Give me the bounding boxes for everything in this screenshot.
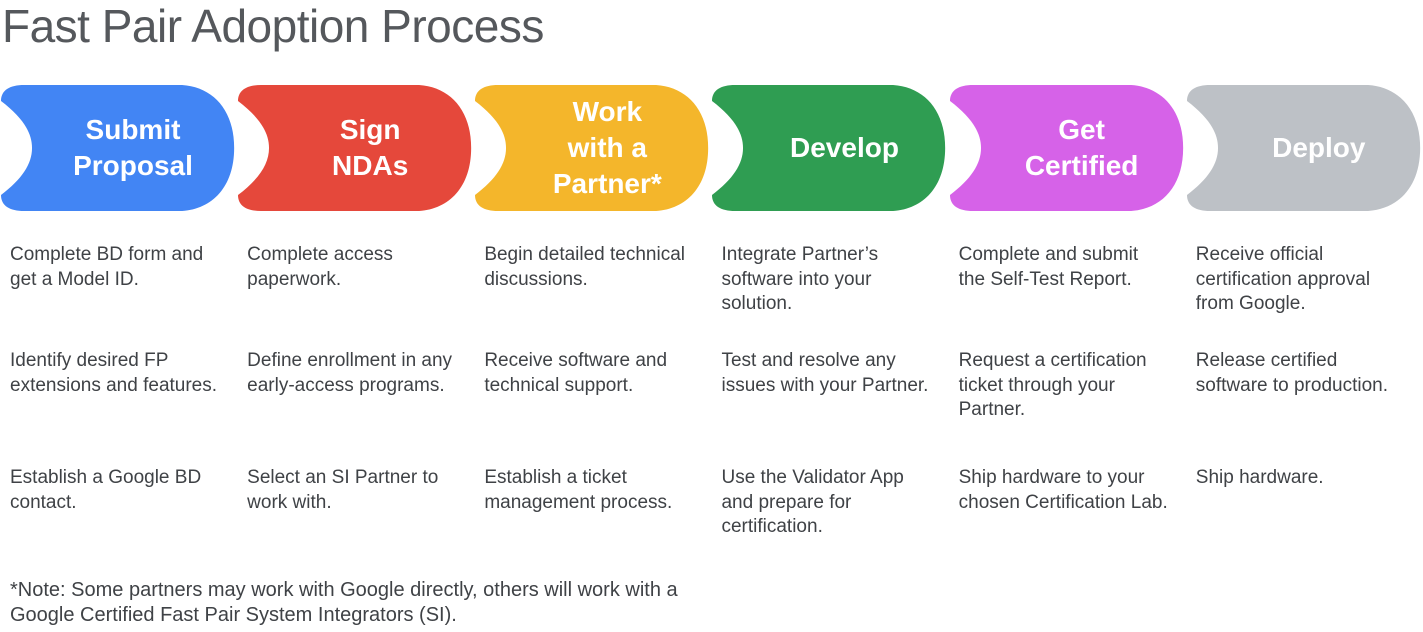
step-deploy: Deploy [1186, 85, 1423, 211]
step-shape [475, 85, 709, 211]
step-label: Submit Proposal [73, 114, 193, 181]
step-shape-path [712, 85, 946, 211]
step-label: Work with a Partner* [552, 96, 662, 199]
step-sign-ndas: Sign NDAs [237, 85, 474, 211]
step-description: Receive software and technical support. [484, 350, 668, 396]
step-shape [1186, 85, 1420, 211]
step-label: Get Certified [1024, 114, 1139, 181]
step-description: Establish a Google BD contact. [10, 467, 202, 513]
step-description: Ship hardware to your chosen Certificati… [958, 467, 1168, 513]
step-descriptions-grid: Complete BD form and get a Model ID. Com… [10, 243, 1423, 540]
step-description: Establish a ticket management process. [484, 467, 673, 513]
step-description: Complete and submit the Self-Test Report… [958, 244, 1139, 290]
step-description: Complete access paperwork. [247, 244, 393, 290]
step-shape-path [238, 85, 472, 211]
step-description: Request a certification ticket through y… [958, 350, 1147, 420]
step-get-certified: Get Certified [949, 85, 1186, 211]
step-label: Deploy [1272, 132, 1366, 163]
step-shape [1, 85, 235, 211]
step-description: Test and resolve any issues with your Pa… [721, 350, 929, 396]
step-description: Release certified software to production… [1195, 350, 1388, 396]
step-shape-path [949, 85, 1183, 211]
step-shape [712, 85, 946, 211]
step-shape-path [1, 85, 235, 211]
step-description: Receive official certification approval … [1195, 244, 1371, 314]
step-work-with-partner: Work with a Partner* [474, 85, 711, 211]
step-description: Complete BD form and get a Model ID. [10, 244, 204, 290]
step-description: Define enrollment in any early-access pr… [247, 350, 453, 396]
step-description: Ship hardware. [1195, 467, 1324, 488]
step-description: Integrate Partner’s software into your s… [721, 244, 879, 314]
step-description: Identify desired FP extensions and featu… [10, 350, 218, 396]
step-develop: Develop [711, 85, 948, 211]
step-description: Use the Validator App and prepare for ce… [721, 467, 904, 537]
step-label: Sign NDAs [332, 114, 409, 181]
step-shape-path [475, 85, 709, 211]
process-steps-band: Submit Proposal Sign NDAs Work with a Pa… [0, 85, 1423, 211]
step-submit-proposal: Submit Proposal [0, 85, 237, 211]
step-shape-path [1186, 85, 1420, 211]
step-description: Begin detailed technical discussions. [484, 244, 686, 290]
step-description: Select an SI Partner to work with. [247, 467, 439, 513]
step-label: Develop [790, 132, 899, 163]
page-title: Fast Pair Adoption Process [2, 0, 544, 52]
footnote: *Note: Some partners may work with Googl… [10, 579, 678, 626]
step-shape [238, 85, 472, 211]
step-shape [949, 85, 1183, 211]
